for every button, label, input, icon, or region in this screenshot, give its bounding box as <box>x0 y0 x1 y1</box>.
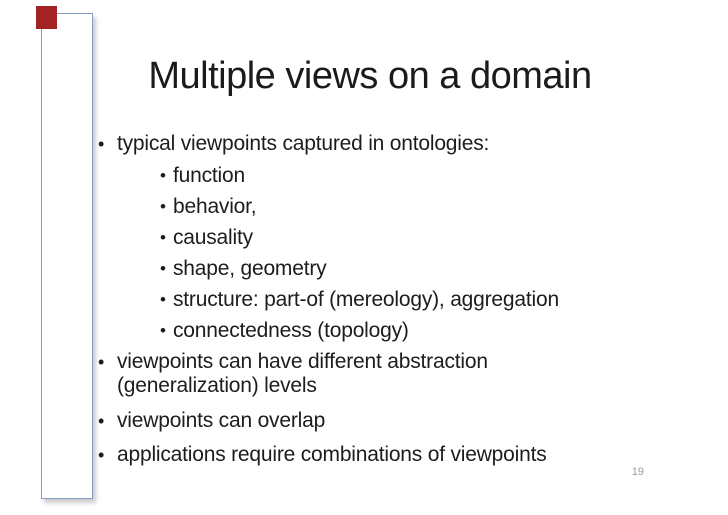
slide-title: Multiple views on a domain <box>148 55 592 97</box>
bullet-item: • viewpoints can have different abstract… <box>95 350 710 398</box>
sub-bullet-text: causality <box>173 226 253 249</box>
sub-bullet-text: structure: part-of (mereology), aggregat… <box>173 288 559 311</box>
sub-bullet-text: connectedness (topology) <box>173 319 409 342</box>
sub-bullet-item: • function <box>95 160 710 191</box>
sub-bullet-list: • function • behavior, • causality • sha… <box>95 160 710 346</box>
bullet-icon: • <box>98 134 105 154</box>
slide-body: • typical viewpoints captured in ontolog… <box>95 132 710 467</box>
bullet-icon: • <box>160 197 166 216</box>
sub-bullet-item: • shape, geometry <box>95 253 710 284</box>
sub-bullet-item: • connectedness (topology) <box>95 315 710 346</box>
bullet-item: • applications require combinations of v… <box>95 443 710 467</box>
bullet-item: • typical viewpoints captured in ontolog… <box>95 132 710 156</box>
bullet-icon: • <box>160 259 166 278</box>
bullet-icon: • <box>160 166 166 185</box>
sub-bullet-text: behavior, <box>173 195 257 218</box>
accent-square <box>36 6 57 29</box>
sub-bullet-item: • structure: part-of (mereology), aggreg… <box>95 284 710 315</box>
side-panel <box>41 13 93 499</box>
sub-bullet-text: shape, geometry <box>173 257 327 280</box>
bullet-icon: • <box>160 290 166 309</box>
slide-page-number: 19 <box>631 466 644 478</box>
bullet-icon: • <box>98 411 105 431</box>
bullet-text: typical viewpoints captured in ontologie… <box>117 132 490 155</box>
bullet-item: • viewpoints can overlap <box>95 409 710 433</box>
bullet-text: viewpoints can have different abstractio… <box>117 350 488 397</box>
bullet-icon: • <box>98 445 105 465</box>
bullet-icon: • <box>98 352 105 372</box>
bullet-text: applications require combinations of vie… <box>117 443 547 466</box>
sub-bullet-item: • behavior, <box>95 191 710 222</box>
bullet-icon: • <box>160 228 166 247</box>
bullet-text: viewpoints can overlap <box>117 409 326 432</box>
bullet-icon: • <box>160 321 166 340</box>
sub-bullet-item: • causality <box>95 222 710 253</box>
sub-bullet-text: function <box>173 164 245 187</box>
